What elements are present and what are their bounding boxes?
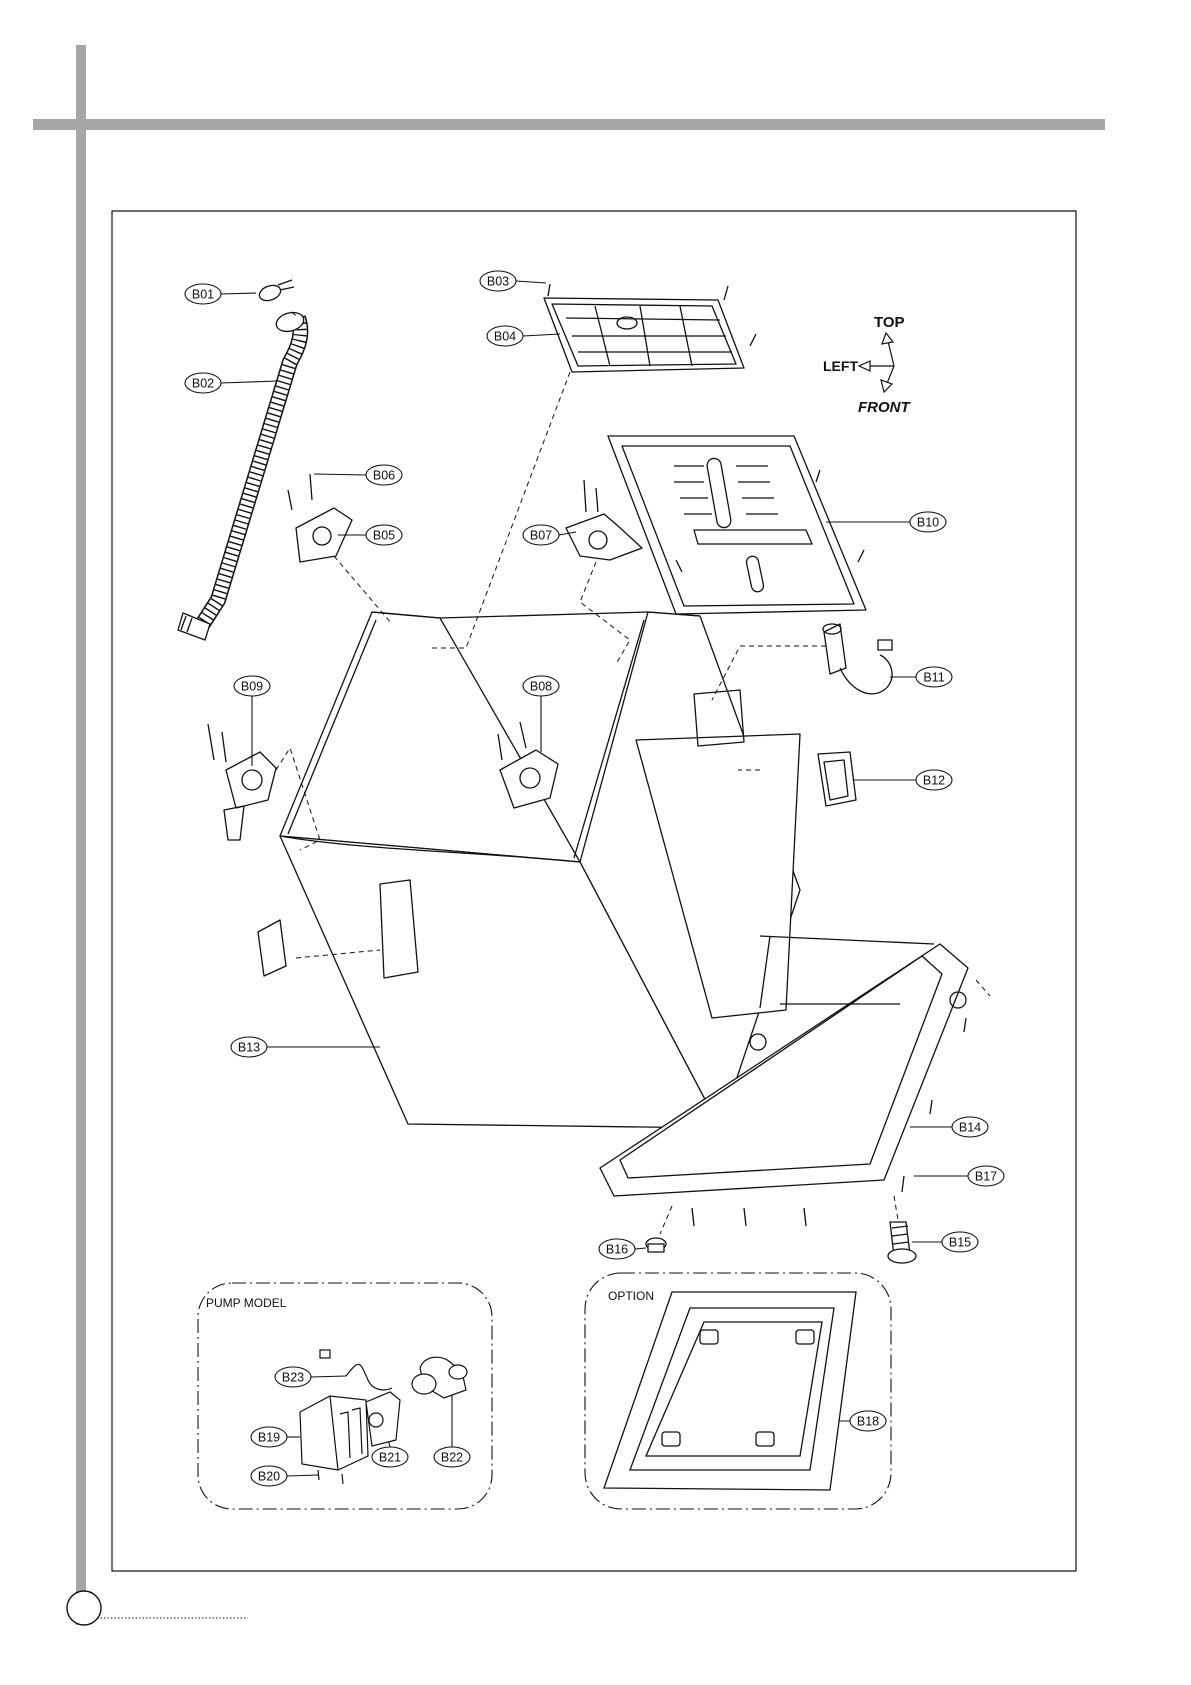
front-left-bracket-part [288,474,352,562]
svg-text:B10: B10 [917,516,939,530]
page-header-rules [33,45,1105,1625]
callout-b23: B23 [275,1367,346,1387]
svg-text:B20: B20 [258,1470,280,1484]
svg-text:B21: B21 [379,1451,401,1465]
orientation-left-label: LEFT [823,358,858,374]
top-plate-part [608,436,866,614]
svg-text:B12: B12 [923,774,945,788]
right-side-handle-part [818,752,856,806]
hose-clamp-part [257,280,294,303]
callout-b15: B15 [912,1232,978,1252]
svg-text:B14: B14 [959,1121,981,1135]
pump-model-inset: PUMP MODEL [198,1283,492,1509]
rear-left-bracket-part [208,724,276,840]
svg-text:B13: B13 [238,1041,260,1055]
orientation-top-label: TOP [874,314,905,331]
option-inset: OPTION [585,1273,891,1509]
orientation-indicator: TOP LEFT FRONT [823,314,911,416]
svg-text:B23: B23 [282,1371,304,1385]
svg-text:B11: B11 [923,671,944,685]
svg-text:B07: B07 [530,529,552,543]
callout-b02: B02 [185,373,279,393]
power-cord-part [823,624,892,694]
option-title: OPTION [608,1289,654,1303]
top-rear-bracket-part [544,284,756,372]
callout-b04: B04 [487,326,560,346]
callout-b06: B06 [314,465,402,485]
leveling-foot-part [888,1222,916,1263]
callout-b03: B03 [480,271,546,291]
drain-hose-part [178,310,306,640]
svg-text:B15: B15 [949,1236,971,1250]
left-side-handle-part [258,920,286,976]
page-number-marker [67,1591,248,1625]
pump-model-title: PUMP MODEL [206,1296,287,1310]
svg-text:B08: B08 [530,680,552,694]
svg-text:B04: B04 [494,330,516,344]
callout-b17: B17 [914,1166,1004,1186]
callout-b11: B11 [890,667,952,687]
svg-text:B22: B22 [441,1451,463,1465]
callout-b12: B12 [854,770,952,790]
svg-text:B09: B09 [241,680,263,694]
svg-text:B01: B01 [192,288,214,302]
svg-text:B02: B02 [192,377,214,391]
callout-b14: B14 [910,1117,988,1137]
callout-b09: B09 [234,676,270,766]
callout-b19: B19 [251,1427,300,1447]
callout-b01: B01 [185,284,256,304]
callout-b20: B20 [251,1466,318,1486]
stand-tray-part [604,1292,856,1490]
callout-b10: B10 [826,512,946,532]
orientation-front-label: FRONT [858,399,911,416]
svg-text:B17: B17 [975,1170,997,1184]
callout-b08: B08 [523,676,559,752]
svg-text:B18: B18 [857,1415,879,1429]
rubber-foot-part [646,1238,666,1252]
svg-text:B16: B16 [606,1243,628,1257]
callout-b13: B13 [231,1037,380,1057]
callout-b22: B22 [434,1386,470,1467]
callout-b16: B16 [599,1239,646,1259]
svg-text:B06: B06 [373,469,395,483]
svg-text:B03: B03 [487,275,509,289]
svg-text:B05: B05 [373,529,395,543]
svg-text:B19: B19 [258,1431,280,1445]
